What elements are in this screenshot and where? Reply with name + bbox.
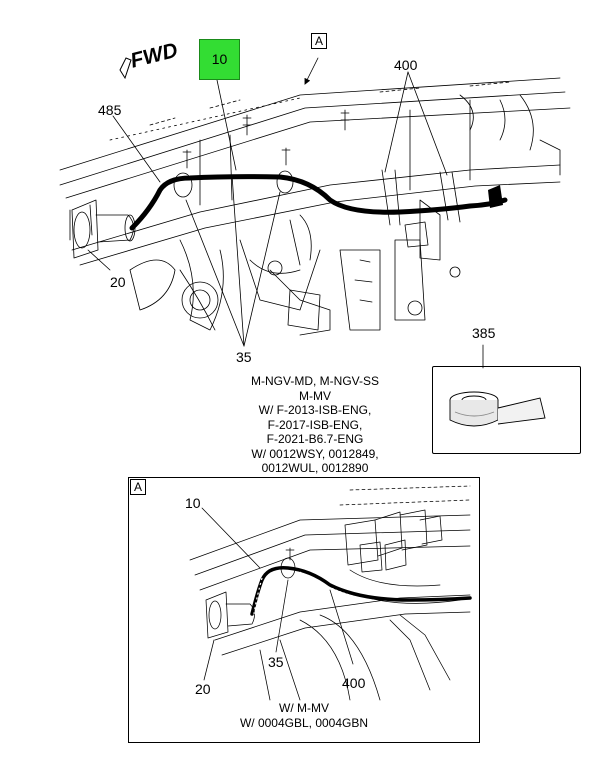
note-line: W/ 0012WSY, 0012849, xyxy=(251,446,379,461)
note-line: W/ M-MV xyxy=(279,701,329,715)
callout-35-detail[interactable]: 35 xyxy=(268,654,284,670)
main-applicability-note: M-NGV-MD, M-NGV-SS M-MV W/ F-2013-ISB-EN… xyxy=(215,374,415,476)
note-line: 0012WUL, 0012890 xyxy=(261,461,369,475)
wiring-harness-485 xyxy=(129,174,508,231)
callout-10-detail[interactable]: 10 xyxy=(185,495,201,511)
callout-400-main[interactable]: 400 xyxy=(394,57,418,73)
note-line: W/ F-2013-ISB-ENG, xyxy=(258,403,372,417)
fwd-arrow-icon xyxy=(119,57,132,80)
mounting-studs xyxy=(173,109,461,248)
detail-applicability-note: W/ M-MV W/ 0004GBL, 0004GBN xyxy=(204,701,404,730)
note-line: W/ 0004GBL, 0004GBN xyxy=(239,715,369,730)
detail-wiring-harness xyxy=(250,566,472,616)
note-line: F-2021-B6.7-ENG xyxy=(266,432,364,446)
view-ref-a-detail: A xyxy=(130,479,146,495)
detail-view-a-frame xyxy=(128,477,480,743)
callout-35-main[interactable]: 35 xyxy=(236,349,252,365)
tape-roll-385 xyxy=(449,391,546,427)
detail-view-drawing xyxy=(189,485,471,701)
note-line: M-NGV-MD, M-NGV-SS xyxy=(251,374,379,388)
connector-20 xyxy=(71,199,136,259)
leader-lines xyxy=(87,57,484,369)
note-line: M-MV xyxy=(299,388,331,403)
crossmember xyxy=(129,199,461,336)
callout-485[interactable]: 485 xyxy=(98,102,122,118)
callout-20-detail[interactable]: 20 xyxy=(195,681,211,697)
note-line: F-2017-ISB-ENG, xyxy=(267,417,363,432)
view-ref-a-main[interactable]: A xyxy=(311,33,327,49)
callout-385[interactable]: 385 xyxy=(472,325,496,341)
part-385-detail-frame xyxy=(432,366,581,454)
frame-rails xyxy=(59,77,571,266)
highlighted-callout-10[interactable]: 10 xyxy=(199,39,240,80)
callout-20-main[interactable]: 20 xyxy=(110,274,126,290)
callout-400-detail[interactable]: 400 xyxy=(342,675,366,691)
